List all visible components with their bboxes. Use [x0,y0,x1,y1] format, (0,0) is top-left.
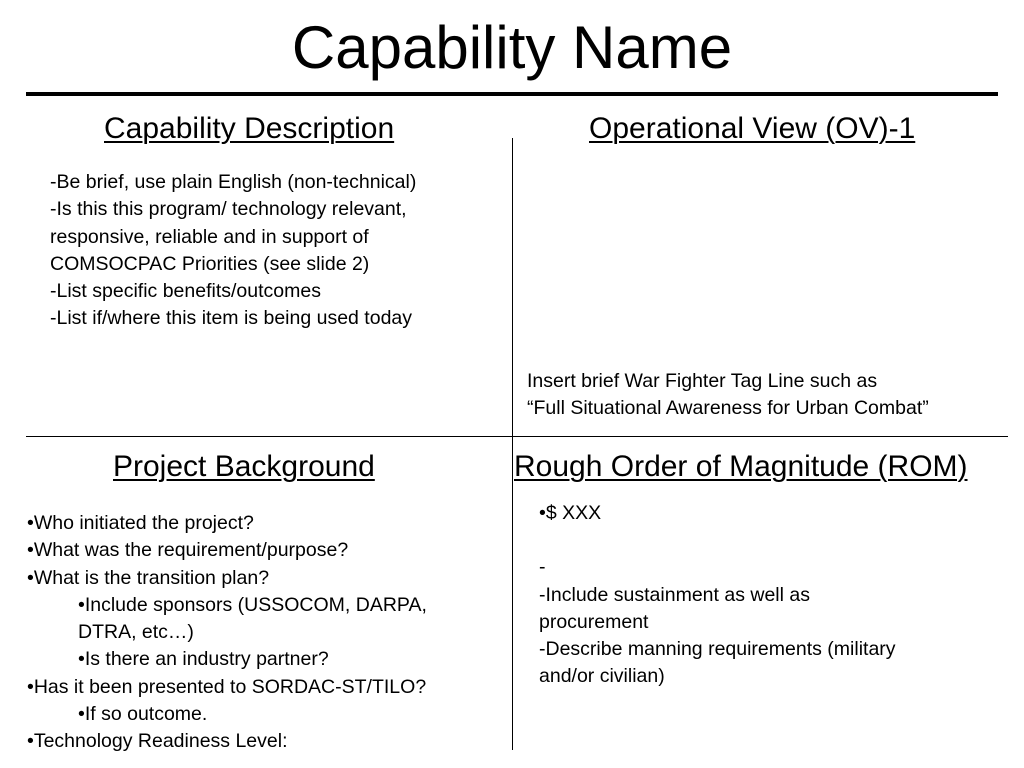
background-subitem: •If so outcome. [78,703,208,726]
background-subitem: •Include sponsors (USSOCOM, DARPA, [78,593,427,616]
war-fighter-tagline: Insert brief War Fighter Tag Line such a… [527,368,929,423]
project-background-list: •Who initiated the project? •What was th… [27,510,427,756]
description-line: COMSOCPAC Priorities (see slide 2) [50,252,370,275]
rom-line: procurement [539,610,649,633]
title-divider [26,92,998,96]
background-item: •Technology Readiness Level: [27,730,288,753]
capability-description-heading: Capability Description [104,112,395,145]
project-background-heading: Project Background [113,450,375,483]
rom-line: -Include sustainment as well as [539,583,810,606]
rom-list: •$ XXX - -Include sustainment as well as… [539,500,896,691]
slide-title: Capability Name [291,14,733,81]
quadrant-horizontal-divider [26,436,1008,437]
background-item: •What was the requirement/purpose? [27,539,349,562]
background-subitem: •Is there an industry partner? [78,648,329,671]
rom-cost-bullet: •$ XXX [539,502,602,524]
description-line: -List if/where this item is being used t… [50,307,413,330]
rom-heading: Rough Order of Magnitude (ROM) [514,450,968,483]
operational-view-heading: Operational View (OV)-1 [589,112,916,145]
background-item: •Who initiated the project? [27,512,254,534]
description-line: -List specific benefits/outcomes [50,280,321,303]
quadrant-vertical-divider [512,138,513,750]
tagline-line: Insert brief War Fighter Tag Line such a… [527,370,878,392]
rom-line: - [539,556,546,579]
background-subitem: DTRA, etc…) [78,621,194,644]
rom-spacer [539,527,896,554]
background-item: •What is the transition plan? [27,566,270,589]
capability-description-list: -Be brief, use plain English (non-techni… [50,169,416,333]
description-line: -Be brief, use plain English (non-techni… [50,171,417,193]
description-line: responsive, reliable and in support of [50,225,369,248]
background-item: •Has it been presented to SORDAC-ST/TILO… [27,675,427,698]
tagline-line: “Full Situational Awareness for Urban Co… [527,397,929,420]
rom-line: -Describe manning requirements (military [539,638,896,661]
rom-line: and/or civilian) [539,665,665,688]
description-line: -Is this this program/ technology releva… [50,198,407,221]
